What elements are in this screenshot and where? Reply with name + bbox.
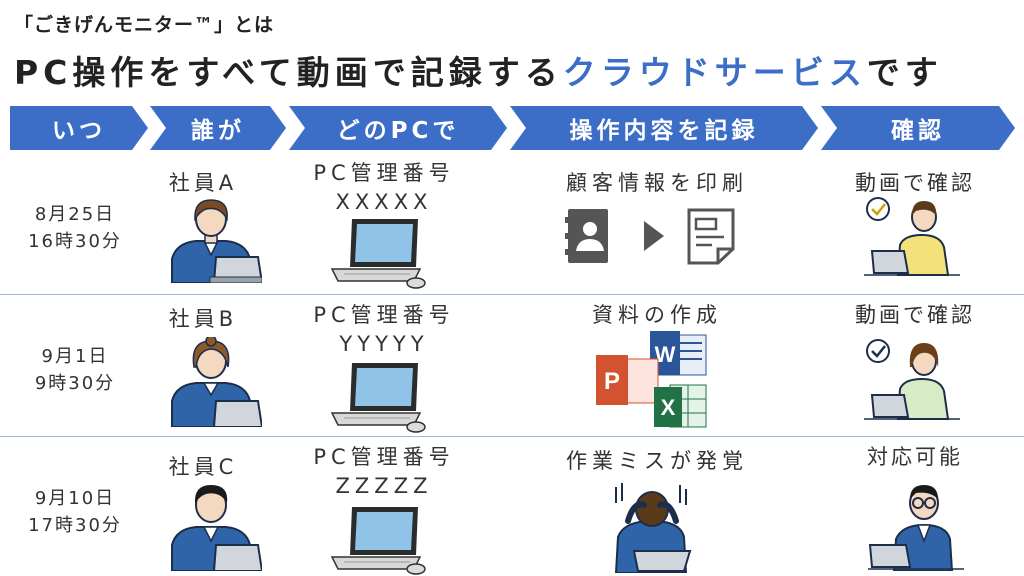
distressed-employee-illustration [604, 481, 700, 573]
pc-management-number-label: PC管理番号 [313, 161, 455, 185]
datetime: 9月1日 9時30分 [10, 343, 140, 397]
excel-icon: X [661, 395, 676, 420]
step-which-pc: どのPCで [289, 106, 507, 150]
action-text: 作業ミスが発覚 [566, 449, 748, 473]
time: 16時30分 [28, 231, 122, 252]
contact-book-icon [564, 207, 612, 265]
step-when: いつ [10, 106, 148, 150]
pc-id: XXXXX [335, 190, 433, 214]
action-text: 資料の作成 [592, 303, 722, 327]
row-employee-b: 9月1日 9時30分 社員B PC管理番号 YYYYY 資料の作成 [0, 295, 1024, 436]
printed-document-icon [686, 207, 736, 265]
date: 9月1日 [41, 346, 109, 367]
confirm-text: 対応可能 [867, 445, 963, 469]
row-divider [0, 436, 1024, 437]
laptop-illustration [330, 361, 430, 433]
date: 8月25日 [34, 204, 116, 225]
headline-end: です [866, 53, 943, 92]
pc-management-number-label: PC管理番号 [313, 445, 455, 469]
pc-label: PC管理番号 YYYYY [284, 301, 484, 359]
subtitle: 「ごきげんモニター™」とは [14, 14, 275, 36]
employee-name: 社員B [168, 307, 238, 331]
step-who: 誰が [150, 106, 286, 150]
employee-name: 社員A [168, 171, 238, 195]
word-icon: W [655, 342, 676, 367]
pc-management-number-label: PC管理番号 [313, 303, 455, 327]
employee-at-laptop-illustration [162, 481, 262, 571]
pc-label: PC管理番号 ZZZZZ [284, 443, 484, 501]
arrow-right-icon [642, 219, 666, 253]
employee-name: 社員C [168, 455, 238, 479]
pc-label: PC管理番号 XXXXX [284, 159, 484, 217]
headline-main: PC操作をすべて動画で記録する [14, 53, 563, 92]
laptop-illustration [330, 505, 430, 575]
step-confirm: 確認 [821, 106, 1015, 150]
pc-id: ZZZZZ [335, 474, 433, 498]
powerpoint-icon: P [604, 368, 620, 395]
employee-at-laptop-illustration [162, 197, 262, 283]
time: 9時30分 [34, 373, 116, 394]
process-steps: いつ 誰が どのPCで 操作内容を記録 確認 [0, 106, 1024, 150]
date: 9月10日 [34, 488, 116, 509]
manager-reviewing-illustration [864, 195, 960, 277]
row-divider [0, 294, 1024, 295]
laptop-illustration [330, 217, 430, 289]
confirm-text: 動画で確認 [855, 171, 975, 195]
datetime: 9月10日 17時30分 [10, 485, 140, 539]
manager-reviewing-illustration [864, 337, 960, 421]
employee-at-laptop-illustration [162, 337, 262, 427]
manager-with-glasses-illustration [868, 479, 964, 571]
office-apps-icon: W P X [596, 329, 710, 429]
row-employee-c: 9月10日 17時30分 社員C PC管理番号 ZZZZZ 作業ミスが発覚 [0, 437, 1024, 576]
action-text: 顧客情報を印刷 [566, 171, 748, 195]
row-employee-a: 8月25日 16時30分 社員A PC管理番号 XXXXX 顧客情報を印刷 [0, 155, 1024, 294]
time: 17時30分 [28, 515, 122, 536]
datetime: 8月25日 16時30分 [10, 201, 140, 255]
headline: PC操作をすべて動画で記録するクラウドサービスです [14, 46, 943, 94]
headline-highlight: クラウドサービス [562, 53, 867, 92]
step-record: 操作内容を記録 [510, 106, 818, 150]
pc-id: YYYYY [339, 332, 429, 356]
confirm-text: 動画で確認 [855, 303, 975, 327]
